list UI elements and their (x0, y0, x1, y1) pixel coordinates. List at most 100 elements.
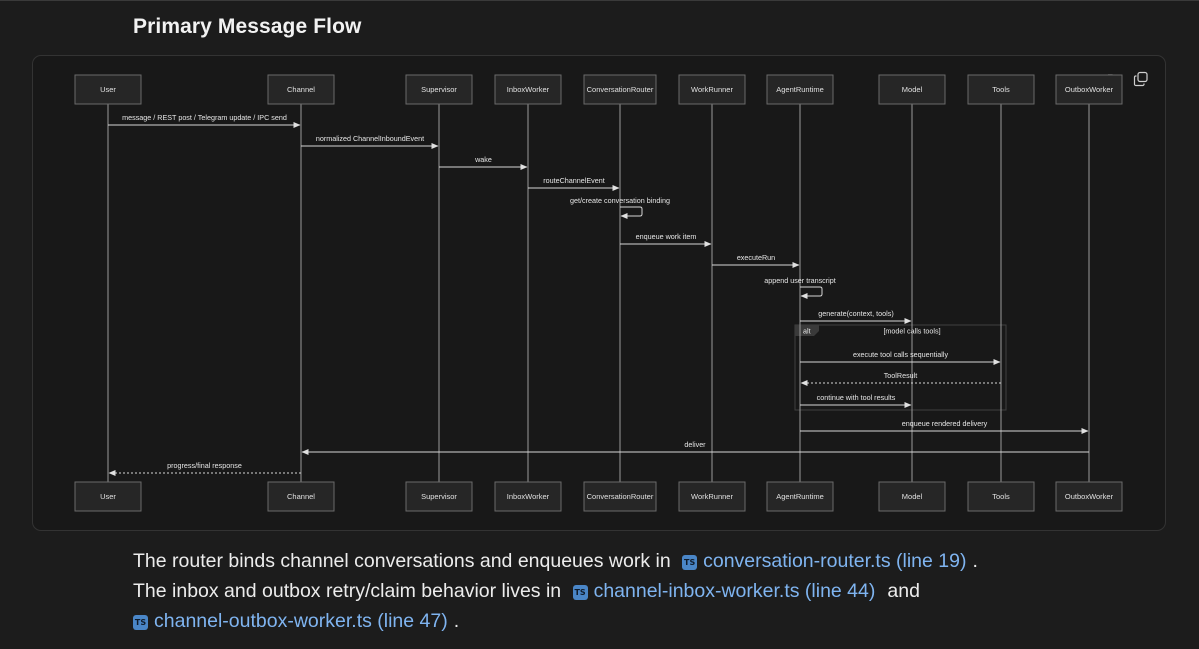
alt-fragment-tag (795, 325, 819, 336)
message-label: executeRun (737, 253, 775, 262)
actor-box-bottom-channel: Channel (267, 481, 335, 512)
actor-rect (1055, 74, 1123, 105)
actor-rect (405, 74, 473, 105)
actor-label: Model (902, 492, 923, 501)
actor-label: User (100, 85, 116, 94)
actor-box-top-outboxworker: OutboxWorker (1055, 74, 1123, 105)
actor-label: Channel (287, 492, 315, 501)
message-label: continue with tool results (817, 393, 896, 402)
actor-rect (678, 74, 746, 105)
message-label: enqueue work item (636, 232, 697, 241)
section-heading: Primary Message Flow (133, 15, 362, 38)
actor-box-bottom-supervisor: Supervisor (405, 481, 473, 512)
actor-box-bottom-model: Model (878, 481, 946, 512)
message-3: wake (439, 155, 528, 170)
actor-rect (967, 74, 1035, 105)
paragraph-and: and (887, 580, 920, 602)
actor-label: User (100, 492, 116, 501)
actor-rect (494, 481, 562, 512)
actor-rect (583, 481, 657, 512)
paragraph-text-2: The inbox and outbox retry/claim behavio… (133, 580, 562, 602)
actor-label: ConversationRouter (587, 492, 654, 501)
actor-rect (678, 481, 746, 512)
description-paragraph: The router binds channel conversations a… (133, 546, 1173, 636)
actor-rect (878, 74, 946, 105)
actor-box-top-channel: Channel (267, 74, 335, 105)
copy-icon[interactable] (1133, 71, 1149, 87)
actor-rect (74, 481, 142, 512)
alt-fragment-box (794, 324, 1007, 411)
actor-label: WorkRunner (691, 85, 733, 94)
actor-label: Supervisor (421, 85, 457, 94)
message-label: progress/final response (167, 461, 242, 470)
message-9: generate(context, tools) (800, 309, 912, 324)
message-11: ToolResult (800, 371, 1001, 386)
message-label: wake (474, 155, 492, 164)
actor-box-top-conversationrouter: ConversationRouter (583, 74, 657, 105)
message-7: executeRun (712, 253, 800, 268)
actor-rect (878, 481, 946, 512)
actor-box-bottom-tools: Tools (967, 481, 1035, 512)
actor-rect (583, 74, 657, 105)
actor-rect (74, 74, 142, 105)
message-arrow (620, 206, 643, 219)
paragraph-text-1: The router binds channel conversations a… (133, 550, 671, 572)
actor-rect (766, 74, 834, 105)
message-label: append user transcript (764, 276, 836, 285)
actor-rect (967, 481, 1035, 512)
actor-rect (494, 74, 562, 105)
actor-label: AgentRuntime (776, 85, 824, 94)
actor-label: WorkRunner (691, 492, 733, 501)
message-10: execute tool calls sequentially (800, 350, 1001, 365)
message-15: progress/final response (108, 461, 301, 476)
typescript-file-icon: TS (682, 555, 698, 570)
message-label: execute tool calls sequentially (853, 350, 948, 359)
message-4: routeChannelEvent (528, 176, 620, 191)
message-5: get/create conversation binding (570, 196, 670, 219)
actor-box-bottom-conversationrouter: ConversationRouter (583, 481, 657, 512)
actor-rect (766, 481, 834, 512)
actor-box-top-agentruntime: AgentRuntime (766, 74, 834, 105)
period-1: . (972, 550, 978, 572)
actor-label: Tools (992, 492, 1010, 501)
actor-box-bottom-outboxworker: OutboxWorker (1055, 481, 1123, 512)
message-12: continue with tool results (800, 393, 912, 408)
message-label: deliver (684, 440, 706, 449)
message-8: append user transcript (764, 276, 836, 299)
actor-box-top-workrunner: WorkRunner (678, 74, 746, 105)
message-label: enqueue rendered delivery (902, 419, 988, 428)
alt-tag-label: alt (803, 327, 811, 336)
actor-box-top-model: Model (878, 74, 946, 105)
actor-rect (1055, 481, 1123, 512)
message-label: get/create conversation binding (570, 196, 670, 205)
actor-box-bottom-inboxworker: InboxWorker (494, 481, 562, 512)
actor-label: InboxWorker (507, 492, 550, 501)
message-arrow (800, 286, 823, 299)
actor-rect (267, 74, 335, 105)
actor-label: Tools (992, 85, 1010, 94)
actor-label: Model (902, 85, 923, 94)
message-label: routeChannelEvent (543, 176, 605, 185)
paragraph-line-2: The inbox and outbox retry/claim behavio… (133, 576, 1173, 606)
typescript-file-icon: TS (572, 585, 588, 600)
message-6: enqueue work item (620, 232, 712, 247)
period-2: . (453, 610, 460, 632)
actor-box-bottom-workrunner: WorkRunner (678, 481, 746, 512)
actor-box-top-supervisor: Supervisor (405, 74, 473, 105)
actor-label: InboxWorker (507, 85, 550, 94)
message-13: enqueue rendered delivery (800, 419, 1089, 434)
message-label: generate(context, tools) (818, 309, 894, 318)
actor-label: OutboxWorker (1065, 492, 1114, 501)
message-label: message / REST post / Telegram update / … (122, 113, 287, 122)
actor-rect (267, 481, 335, 512)
message-2: normalized ChannelInboundEvent (301, 134, 439, 149)
actor-box-bottom-agentruntime: AgentRuntime (766, 481, 834, 512)
message-14: deliver (301, 440, 1089, 455)
actor-box-top-tools: Tools (967, 74, 1035, 105)
message-1: message / REST post / Telegram update / … (108, 113, 301, 128)
